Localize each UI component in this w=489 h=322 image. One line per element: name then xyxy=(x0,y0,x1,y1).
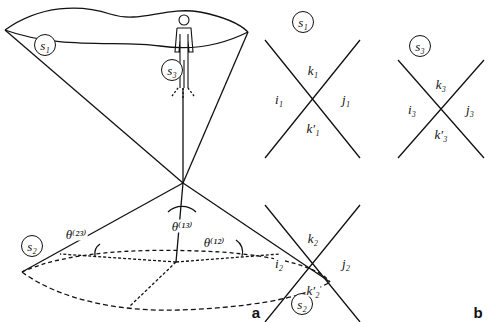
cone-edge xyxy=(183,32,248,183)
surface-circle: s₃ xyxy=(409,35,431,57)
line-label: i₂ xyxy=(274,257,284,270)
surface-circle: s₁ xyxy=(34,34,56,56)
surface-circle: s₃ xyxy=(161,59,183,81)
angle-label: θ⁽¹²⁾ xyxy=(203,236,226,249)
angle-label: θ⁽²³⁾ xyxy=(65,228,88,241)
cone-edge xyxy=(183,183,330,282)
base-front-edge xyxy=(22,272,330,310)
panel-letter: a xyxy=(251,305,261,320)
crossing-lines xyxy=(265,40,360,158)
line-label: i₁ xyxy=(274,93,284,106)
line-label: k₂ xyxy=(307,232,319,245)
line-label: k′₂ xyxy=(305,284,320,297)
surface-circle: s₂ xyxy=(21,235,43,257)
line-label: k₁ xyxy=(307,64,319,77)
crossing-lines xyxy=(398,60,484,158)
foot-lines xyxy=(172,88,194,100)
surface-name: s₂ xyxy=(297,298,307,311)
surface-name: s₃ xyxy=(167,64,177,77)
angle-arc xyxy=(236,240,243,256)
surface-name: s₃ xyxy=(415,40,425,53)
surface-name: s₂ xyxy=(27,240,37,253)
line-label: k₃ xyxy=(435,78,447,91)
cone-edge xyxy=(5,30,183,183)
base-radius xyxy=(60,254,280,306)
cone-edge xyxy=(22,183,183,272)
surface-circle: s₁ xyxy=(292,11,314,33)
surface-name: s₁ xyxy=(298,16,308,29)
line-label: j₁ xyxy=(341,93,351,106)
angle-arc xyxy=(95,244,100,256)
line-label: k′₃ xyxy=(433,128,448,141)
crossing-lines xyxy=(265,205,360,322)
line-label: j₂ xyxy=(341,257,351,270)
angle-label: θ⁽¹³⁾ xyxy=(171,220,194,233)
surface-back-edge xyxy=(5,8,248,32)
line-label: j₃ xyxy=(465,103,475,116)
surface-name: s₁ xyxy=(40,39,50,52)
line-label: i₃ xyxy=(407,103,417,116)
panel-letter: b xyxy=(472,305,483,320)
angle-arc xyxy=(168,206,196,212)
line-label: k′₁ xyxy=(305,122,320,135)
time-axis xyxy=(182,88,183,183)
